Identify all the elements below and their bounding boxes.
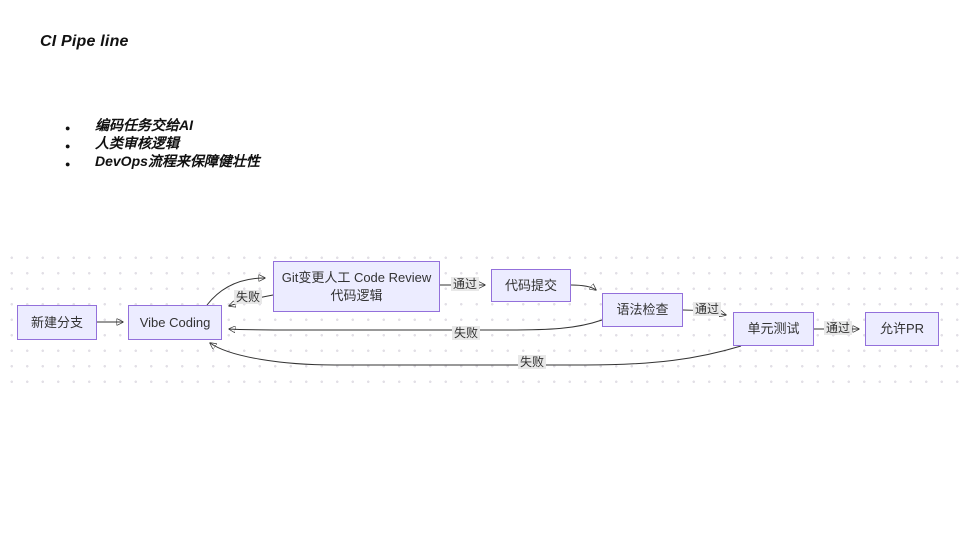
node-label: 允许PR (879, 321, 925, 336)
edge-label-pass-unit: 通过 (823, 321, 853, 335)
bullet-list: 编码任务交给AI 人类审核逻辑 DevOps流程来保障健壮性 (63, 116, 260, 173)
node-label-line1: Git变更人工 Code Review (281, 269, 432, 285)
node-label: 单元测试 (747, 321, 800, 336)
edge-syntax-fail-to-vibe (229, 319, 603, 330)
node-label: 新建分支 (30, 314, 83, 330)
edge-commit-to-syntax (570, 285, 596, 290)
bullet-item: 人类审核逻辑 (63, 134, 260, 155)
bullet-item: DevOps流程来保障健壮性 (63, 152, 260, 173)
node-code-commit: 代码提交 (491, 269, 571, 302)
edge-unit-fail-to-vibe (210, 343, 742, 366)
node-label-line2: 代码逻辑 (330, 287, 383, 303)
edge-label-fail-unit: 失败 (517, 355, 547, 369)
node-unit-test: 单元测试 (733, 312, 814, 346)
node-syntax-check: 语法检查 (602, 293, 683, 327)
edge-label-pass-review: 通过 (450, 277, 480, 291)
node-allow-pr: 允许PR (865, 312, 939, 346)
edge-vibe-to-review (206, 278, 265, 306)
node-label: Vibe Coding (139, 314, 211, 330)
node-label: 语法检查 (616, 302, 669, 317)
edge-label-pass-syntax: 通过 (692, 302, 722, 316)
bullet-item: 编码任务交给AI (63, 116, 260, 137)
node-label: 代码提交 (504, 277, 557, 293)
node-new-branch: 新建分支 (17, 305, 97, 340)
node-code-review: Git变更人工 Code Review 代码逻辑 (273, 261, 440, 312)
edge-label-fail-review: 失败 (233, 290, 263, 304)
page-title: CI Pipe line (40, 33, 129, 50)
edge-label-fail-syntax: 失败 (451, 326, 481, 340)
node-vibe-coding: Vibe Coding (128, 305, 222, 340)
